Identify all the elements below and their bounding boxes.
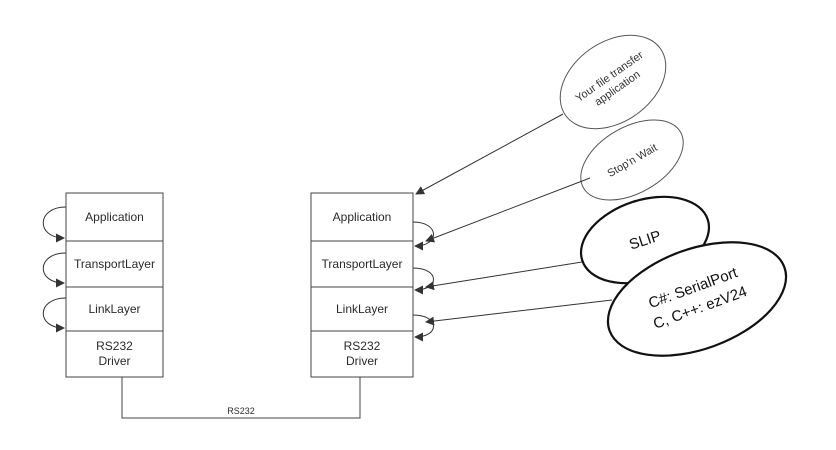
right-loop-arrow-application [412, 221, 434, 251]
left-transport-box [65, 240, 164, 288]
stop-and-wait-callout: Stop'n Wait [425, 119, 684, 243]
left-application-label: Application [85, 210, 144, 224]
left-driver-box [65, 330, 164, 378]
right-application-label: Application [333, 210, 392, 224]
left-loop-arrow-application [42, 206, 67, 243]
right-link-label: LinkLayer [336, 302, 388, 316]
stop-and-wait-arrow [425, 177, 591, 243]
right-transport-box [310, 240, 414, 288]
serial-arrow [425, 299, 613, 326]
right-transport-label: TransportLayer [322, 257, 403, 271]
left-protocol-stack: Application TransportLayer LinkLayer RS2… [42, 192, 164, 378]
rs232-connection-line [121, 377, 361, 419]
file-transfer-ellipse [559, 34, 667, 130]
slip-arrow [425, 261, 583, 291]
left-loop-arrow-link [42, 297, 67, 333]
left-driver-label-line1: RS232 [96, 339, 133, 353]
right-protocol-stack: Application TransportLayer LinkLayer RS2… [310, 192, 434, 378]
left-transport-label: TransportLayer [74, 257, 155, 271]
right-loop-arrow-transport [412, 267, 434, 295]
right-driver-box [310, 330, 414, 378]
left-loop-arrow-transport [42, 252, 67, 288]
left-link-box [65, 286, 164, 332]
file-transfer-arrow [415, 113, 564, 195]
serial-ellipse [606, 241, 788, 357]
right-driver-label-line2: Driver [346, 354, 378, 368]
rs232-connection-label: RS232 [227, 406, 255, 416]
right-loop-arrow-link [412, 314, 434, 342]
left-application-box [65, 192, 164, 242]
file-transfer-callout: Your file transfer application [415, 34, 667, 195]
left-driver-label-line2: Driver [99, 354, 131, 368]
stop-and-wait-ellipse [580, 119, 684, 201]
right-driver-label-line1: RS232 [344, 339, 381, 353]
left-link-label: LinkLayer [88, 302, 140, 316]
serial-callout: C#: SerialPort C, C++: ezV24 [425, 241, 788, 357]
